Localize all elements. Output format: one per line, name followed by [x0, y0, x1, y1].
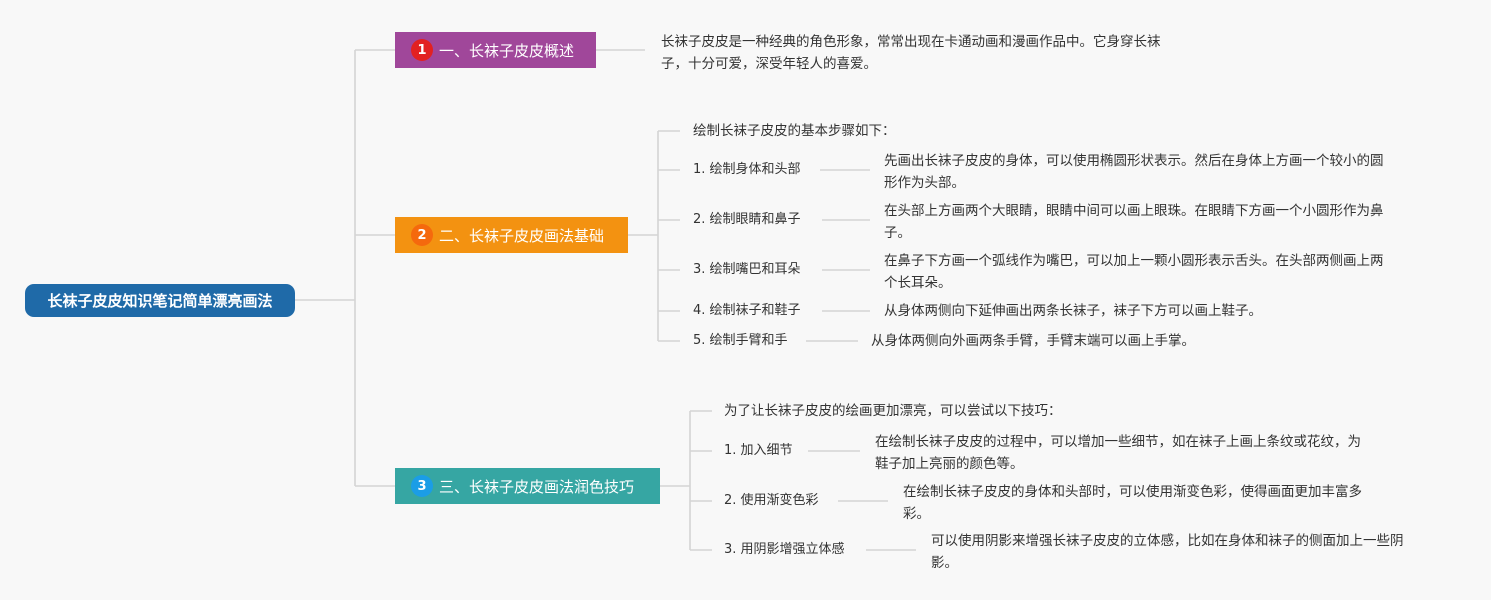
branch-2-step-2-label: 2. 绘制眼睛和鼻子: [693, 212, 801, 227]
number-badge-2: 2: [411, 224, 433, 246]
branch-1-title: 一、长袜子皮皮概述: [439, 41, 575, 60]
root-node[interactable]: 长袜子皮皮知识笔记简单漂亮画法: [25, 284, 295, 317]
branch-2-step-3-label: 3. 绘制嘴巴和耳朵: [693, 262, 801, 277]
branch-2-intro: 绘制长袜子皮皮的基本步骤如下：: [693, 123, 896, 139]
branch-2-step-1-label: 1. 绘制身体和头部: [693, 162, 801, 177]
branch-2-step-4-label: 4. 绘制袜子和鞋子: [693, 303, 801, 318]
branch-3-title: 三、长袜子皮皮画法润色技巧: [439, 477, 635, 496]
number-badge-1: 1: [411, 39, 433, 61]
branch-2-step-2-detail: 在头部上方画两个大眼睛，眼睛中间可以画上眼珠。在眼睛下方画一个小圆形作为鼻子。: [884, 203, 1384, 241]
branch-2-step-3-detail: 在鼻子下方画一个弧线作为嘴巴，可以加上一颗小圆形表示舌头。在头部两侧画上两个长耳…: [884, 253, 1384, 291]
number-badge-3: 3: [411, 475, 433, 497]
branch-2-title: 二、长袜子皮皮画法基础: [439, 226, 605, 245]
branch-2-step-4-detail: 从身体两侧向下延伸画出两条长袜子，袜子下方可以画上鞋子。: [884, 303, 1262, 319]
branch-3-intro: 为了让长袜子皮皮的绘画更加漂亮，可以尝试以下技巧：: [724, 403, 1062, 419]
branch-3-node[interactable]: 3 三、长袜子皮皮画法润色技巧: [395, 468, 660, 504]
branch-2-node[interactable]: 2 二、长袜子皮皮画法基础: [395, 217, 628, 253]
branch-3-step-1-label: 1. 加入细节: [724, 443, 793, 458]
branch-3-step-3-label: 3. 用阴影增强立体感: [724, 542, 845, 557]
branch-1-node[interactable]: 1 一、长袜子皮皮概述: [395, 32, 596, 68]
branch-1-description: 长袜子皮皮是一种经典的角色形象，常常出现在卡通动画和漫画作品中。它身穿长袜子，十…: [661, 34, 1161, 72]
branch-3-step-3-detail: 可以使用阴影来增强长袜子皮皮的立体感，比如在身体和袜子的侧面加上一些阴影。: [931, 533, 1404, 571]
branch-3-step-2-label: 2. 使用渐变色彩: [724, 493, 819, 508]
branch-3-step-2-detail: 在绘制长袜子皮皮的身体和头部时，可以使用渐变色彩，使得画面更加丰富多彩。: [903, 484, 1362, 522]
branch-2-step-5-label: 5. 绘制手臂和手: [693, 333, 788, 348]
branch-3-step-1-detail: 在绘制长袜子皮皮的过程中，可以增加一些细节，如在袜子上画上条纹或花纹，为鞋子加上…: [875, 434, 1361, 472]
branch-2-step-1-detail: 先画出长袜子皮皮的身体，可以使用椭圆形状表示。然后在身体上方画一个较小的圆形作为…: [884, 153, 1384, 191]
branch-2-step-5-detail: 从身体两侧向外画两条手臂，手臂末端可以画上手掌。: [871, 333, 1195, 349]
